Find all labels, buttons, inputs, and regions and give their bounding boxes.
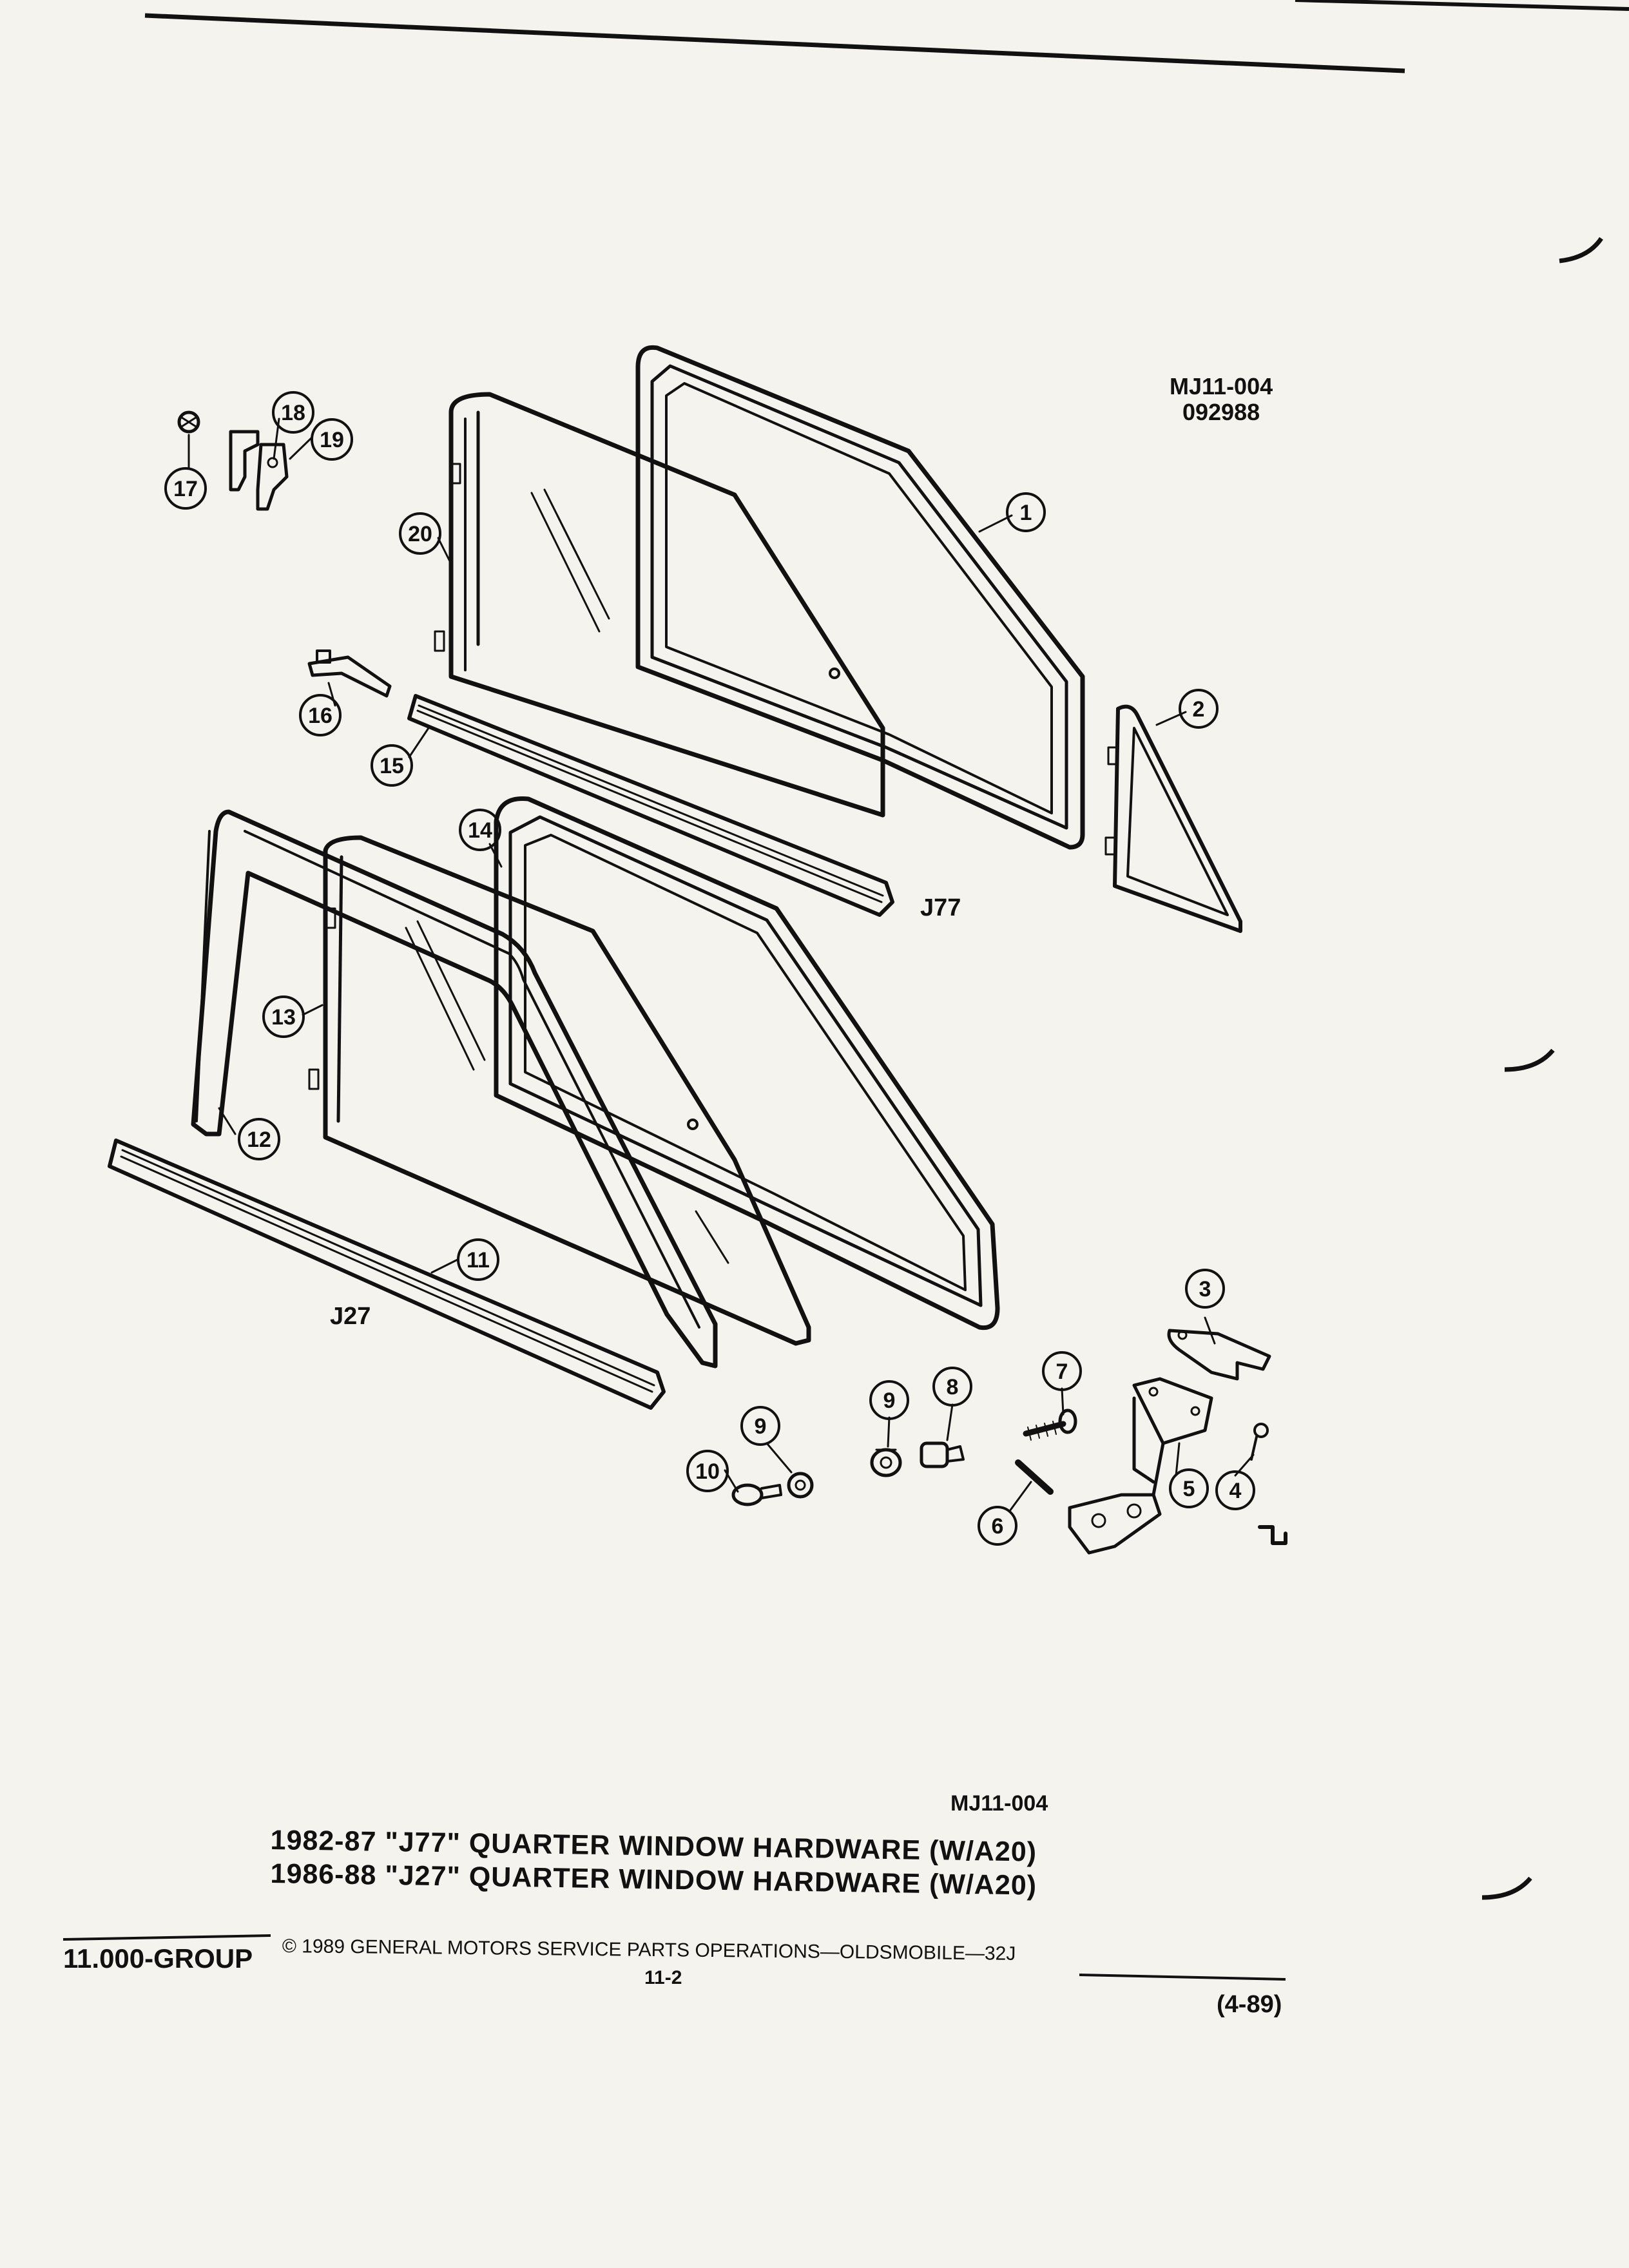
part-16-clip [307,649,392,698]
part-9-grommet [787,1472,814,1499]
margin-mark [1559,236,1603,264]
diagram-code: MJ11-004 [1170,373,1273,399]
svg-text:19: 19 [320,428,344,452]
callout-9: 9 [869,1380,909,1420]
part-2-vent-glass [1104,704,1242,933]
svg-text:4: 4 [1229,1479,1242,1503]
svg-text:17: 17 [173,477,198,501]
callout-1: 1 [1006,492,1046,532]
callout-13: 13 [262,995,305,1038]
part-1-weatherstrip [635,345,1085,850]
callout-12: 12 [238,1118,280,1160]
callout-3: 3 [1185,1269,1225,1309]
callout-5: 5 [1169,1468,1209,1508]
footer-date: (4-89) [1217,1991,1282,2018]
top-rule [144,13,1405,73]
part-13-glass [308,835,811,1346]
part-10-fastener [731,1483,782,1506]
callout-4: 4 [1215,1470,1255,1510]
caption-code: MJ11-004 [950,1791,1048,1816]
part-14-weatherstrip [494,796,1000,1331]
svg-text:1: 1 [1020,501,1032,525]
callout-6: 6 [978,1506,1017,1546]
callout-17: 17 [164,467,207,510]
part-6-pin [1015,1459,1054,1495]
svg-text:12: 12 [247,1128,271,1152]
margin-mark [1481,1876,1532,1900]
part-20-glass [434,392,885,818]
svg-text:7: 7 [1056,1360,1068,1384]
footer-rule-right [1079,1974,1286,1981]
callout-20: 20 [399,512,441,555]
top-rule-right [1295,0,1629,11]
svg-text:9: 9 [755,1414,767,1439]
svg-text:20: 20 [408,522,432,546]
part-8-bushing [920,1441,965,1468]
part-11-lower-channel [108,1139,666,1410]
svg-text:9: 9 [883,1389,896,1413]
svg-text:18: 18 [281,401,305,425]
footer-page-number: 11-2 [644,1967,682,1988]
part-15-lower-channel [407,694,894,917]
callout-10: 10 [686,1450,729,1492]
svg-text:11: 11 [467,1248,490,1273]
svg-text:13: 13 [271,1005,296,1030]
svg-text:8: 8 [947,1375,959,1399]
part-3-bracket [1167,1329,1271,1381]
part-5-hinge [1068,1377,1213,1555]
leader-lines [188,418,1255,1512]
footer-rule-left [63,1934,271,1941]
svg-text:6: 6 [992,1514,1004,1539]
variant-label-j27: J27 [330,1303,371,1330]
svg-text:10: 10 [695,1459,720,1484]
callout-19: 19 [311,418,353,461]
svg-text:14: 14 [468,818,492,843]
part-12-channel [191,809,718,1369]
svg-text:16: 16 [308,704,333,728]
callouts: 1 2 3 4 5 6 7 8 9 9 10 11 12 13 14 15 16… [164,391,1255,1546]
margin-mark [1504,1048,1555,1072]
callout-14: 14 [459,809,501,851]
part-9-grommet [870,1448,902,1477]
part-7-screw [1023,1408,1077,1441]
callout-16: 16 [299,694,342,736]
callout-2: 2 [1179,689,1219,729]
callout-8: 8 [932,1367,972,1407]
diagram-date: 092988 [1182,399,1260,425]
variant-label-j77: J77 [920,894,961,921]
callout-7: 7 [1042,1351,1082,1391]
callout-18: 18 [272,391,314,434]
svg-text:2: 2 [1193,697,1205,722]
part-18-bracket [229,430,260,492]
footer-group: 11.000-GROUP [63,1943,253,1974]
diagram-reference: MJ11-004 092988 [1170,374,1273,425]
part-17-nut [177,410,200,434]
part-19-bracket [256,443,289,511]
svg-text:3: 3 [1199,1277,1211,1302]
part-clip [1258,1525,1287,1545]
callout-9-second: 9 [740,1406,780,1446]
svg-text:5: 5 [1183,1477,1195,1501]
callout-11: 11 [457,1238,499,1281]
callout-15: 15 [371,744,413,787]
svg-text:15: 15 [380,754,404,778]
